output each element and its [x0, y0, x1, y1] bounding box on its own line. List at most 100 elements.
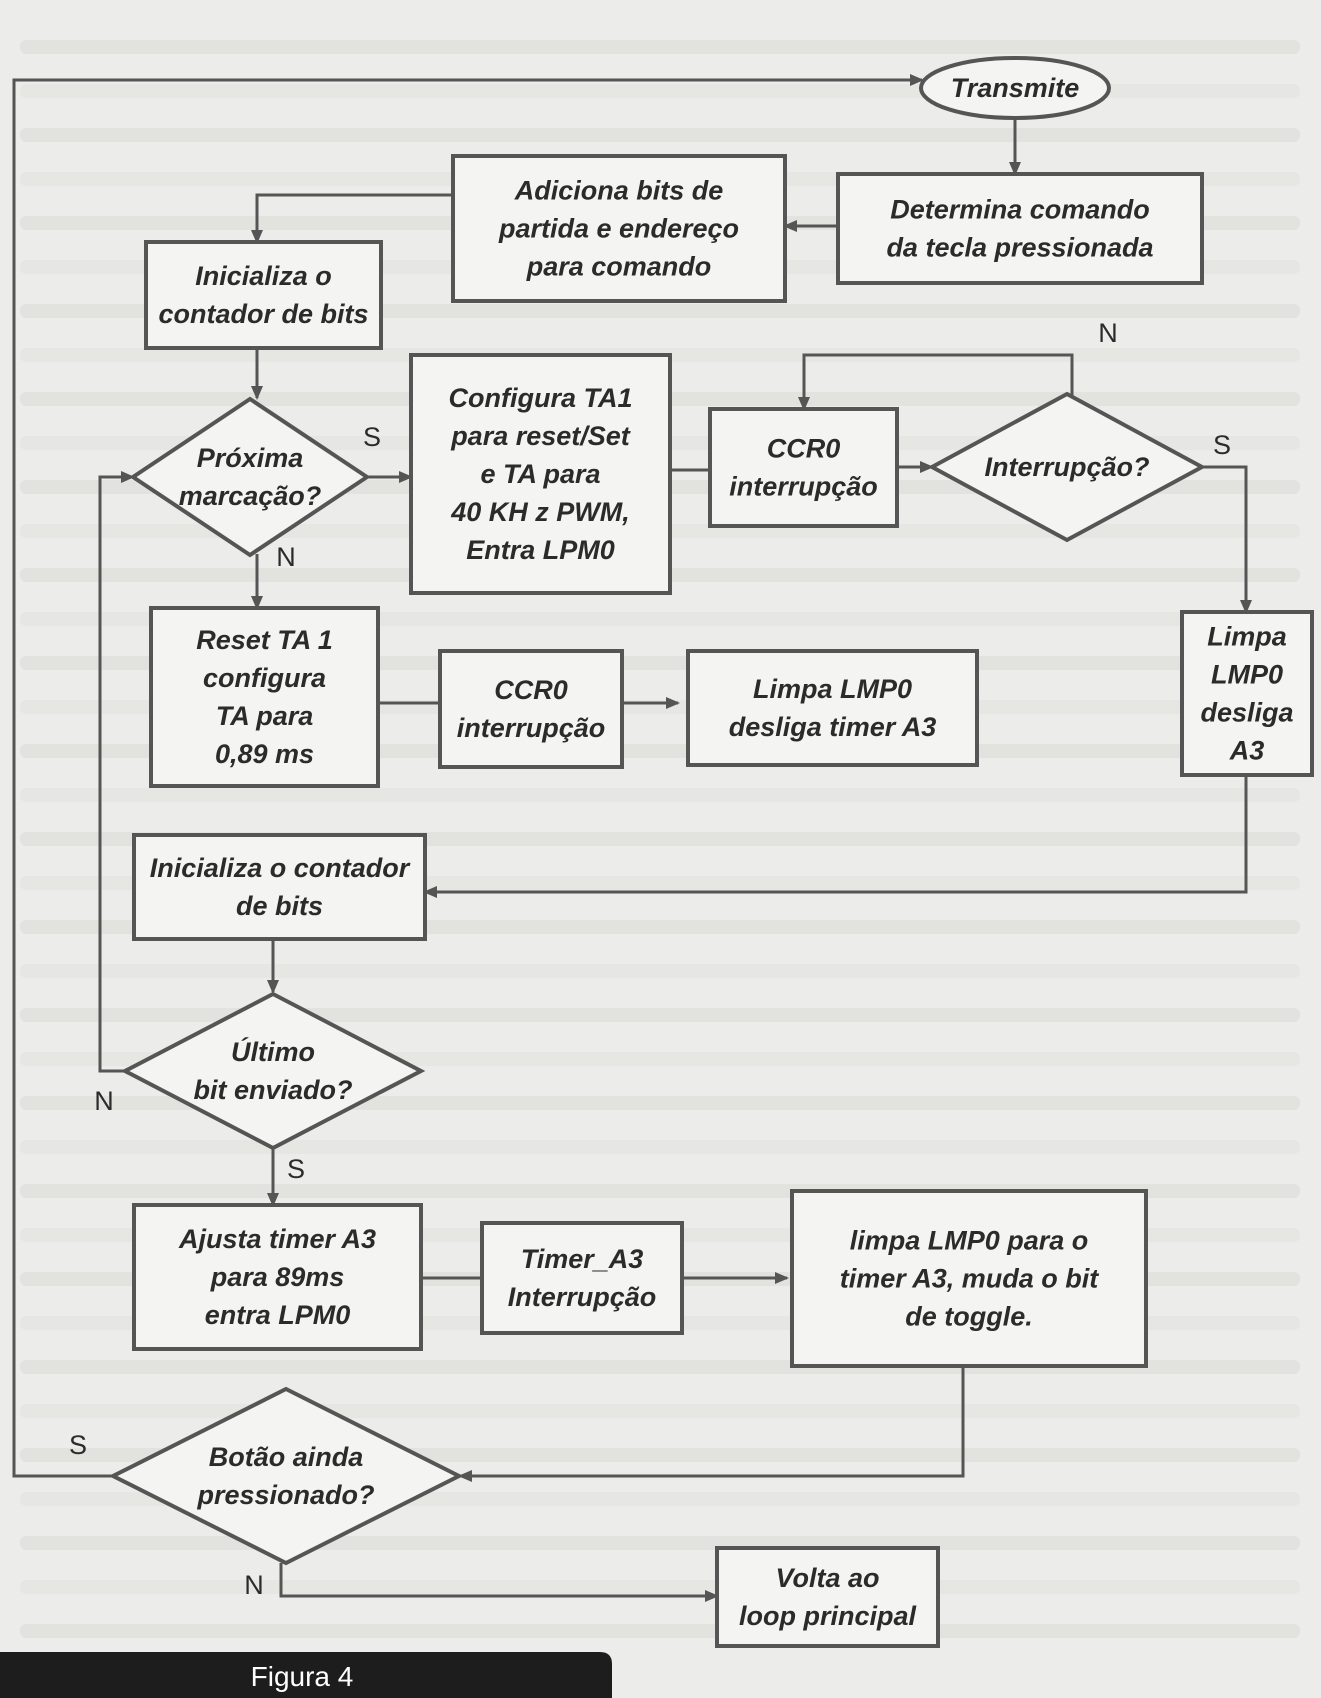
node-label-line: CCR0 [494, 675, 568, 705]
node-label-line: de bits [236, 891, 323, 921]
node-label-line: Limpa LMP0 [753, 674, 912, 704]
caption: Figura 4 [0, 1652, 612, 1698]
node-label-line: loop principal [739, 1601, 917, 1631]
node-label-line: Interrupção [508, 1282, 657, 1312]
node-label-line: pressionado? [196, 1480, 374, 1510]
node-ccr0b-shape [438, 649, 624, 769]
node-label-line: Reset TA 1 [196, 625, 333, 655]
node-ccr0a-shape [708, 407, 899, 528]
edge-interrupcao-loop [798, 353, 1074, 411]
edge-ultimo-to-proxima [98, 471, 135, 1073]
node-label-line: Volta ao [775, 1563, 879, 1593]
node-label-line: Transmite [951, 73, 1080, 103]
node-limpa-timer: Limpa LMP0 desliga timer A3 [686, 649, 979, 767]
edge-label-botao-no: N [244, 1570, 264, 1600]
node-ultimo: Último bit enviado? [120, 991, 426, 1151]
node-configura-shape [409, 353, 672, 595]
node-label-line: bit enviado? [193, 1075, 352, 1105]
node-limpa-timer-shape [686, 649, 979, 767]
node-volta-shape [715, 1546, 940, 1648]
node-reset-shape [149, 606, 380, 788]
node-transmite-shape [919, 56, 1111, 120]
node-transmite: Transmite [919, 56, 1111, 120]
node-label-line: TA para [216, 701, 314, 731]
node-label-line: limpa LMP0 para o [850, 1226, 1089, 1256]
background-texture-line [20, 128, 1300, 142]
caption-text: Figura 4 [251, 1661, 354, 1692]
node-label-line: marcação? [179, 481, 322, 511]
node-label-line: Botão ainda [209, 1442, 364, 1472]
node-ccr0a: CCR0 interrupção [708, 407, 899, 528]
node-label-line: interrupção [729, 472, 878, 502]
node-adiciona-shape [451, 154, 787, 303]
node-timer-a3-shape [480, 1221, 684, 1335]
node-label-line: Entra LPM0 [466, 535, 615, 565]
node-label-line: e TA para [480, 459, 600, 489]
node-botao-shape [108, 1386, 464, 1566]
node-label-line: Limpa [1207, 622, 1287, 652]
background-texture-line [20, 1008, 1300, 1022]
node-label-line: A3 [1229, 736, 1265, 766]
node-label-line: desliga timer A3 [729, 712, 937, 742]
node-label-line: desliga [1200, 698, 1293, 728]
node-label-line: interrupção [457, 713, 606, 743]
node-limpa-a3-shape [1180, 610, 1314, 777]
node-ccr0b: CCR0 interrupção [438, 649, 624, 769]
node-botao: Botão ainda pressionado? [108, 1386, 464, 1566]
node-label-line: para 89ms [210, 1262, 345, 1292]
edge-label-interrupcao-no: N [1098, 318, 1118, 348]
node-inicializa2-shape [132, 833, 427, 941]
node-inicializa2: Inicializa o contador de bits [132, 833, 427, 941]
node-inicializa1-shape [144, 240, 383, 350]
edge-botao-to-transmite [12, 74, 924, 1478]
node-reset: Reset TA 1 configura TA para 0,89 ms [149, 606, 380, 788]
background-texture-line [20, 40, 1300, 54]
connectors [12, 74, 1252, 1602]
node-interrupcao-shape [927, 391, 1207, 543]
node-label-line: Inicializa o contador [150, 853, 411, 883]
edge-label-proxima-yes: S [363, 422, 381, 452]
node-label-line: configura [203, 663, 326, 693]
edge-botao-to-volta [279, 1563, 719, 1602]
node-ajusta-shape [132, 1203, 423, 1351]
node-label-line: Interrupção? [984, 452, 1149, 482]
node-label-line: partida e endereço [498, 214, 739, 244]
background-texture-line [20, 1140, 1300, 1154]
node-label-line: da tecla pressionada [886, 233, 1153, 263]
node-determina-shape [836, 172, 1204, 285]
background-texture-line [20, 964, 1300, 978]
node-label-line: LMP0 [1211, 660, 1283, 690]
node-label-line: 40 KH z PWM, [450, 497, 630, 527]
node-label-line: Último [231, 1036, 315, 1067]
background-texture-line [20, 1624, 1300, 1638]
node-interrupcao: Interrupção? [927, 391, 1207, 543]
edge-label-interrupcao-yes: S [1213, 430, 1231, 460]
node-proxima-shape [129, 396, 371, 558]
node-ultimo-shape [120, 991, 426, 1151]
node-label-line: contador de bits [158, 299, 368, 329]
edge-label-ultimo-yes: S [287, 1154, 305, 1184]
node-label-line: para comando [526, 252, 712, 282]
background-texture-line [20, 788, 1300, 802]
node-label-line: de toggle. [905, 1302, 1033, 1332]
node-label-line: 0,89 ms [215, 739, 314, 769]
node-limpa-toggle-shape [790, 1189, 1148, 1368]
edge-interrupcao-to-limpa-a3 [1202, 465, 1252, 614]
edge-limpa-toggle-to-botao [458, 1366, 965, 1482]
node-label-line: CCR0 [767, 434, 841, 464]
node-volta: Volta ao loop principal [715, 1546, 940, 1648]
node-label-line: Inicializa o [195, 261, 332, 291]
node-label-line: Determina comando [890, 195, 1150, 225]
node-determina: Determina comando da tecla pressionada [836, 172, 1204, 285]
